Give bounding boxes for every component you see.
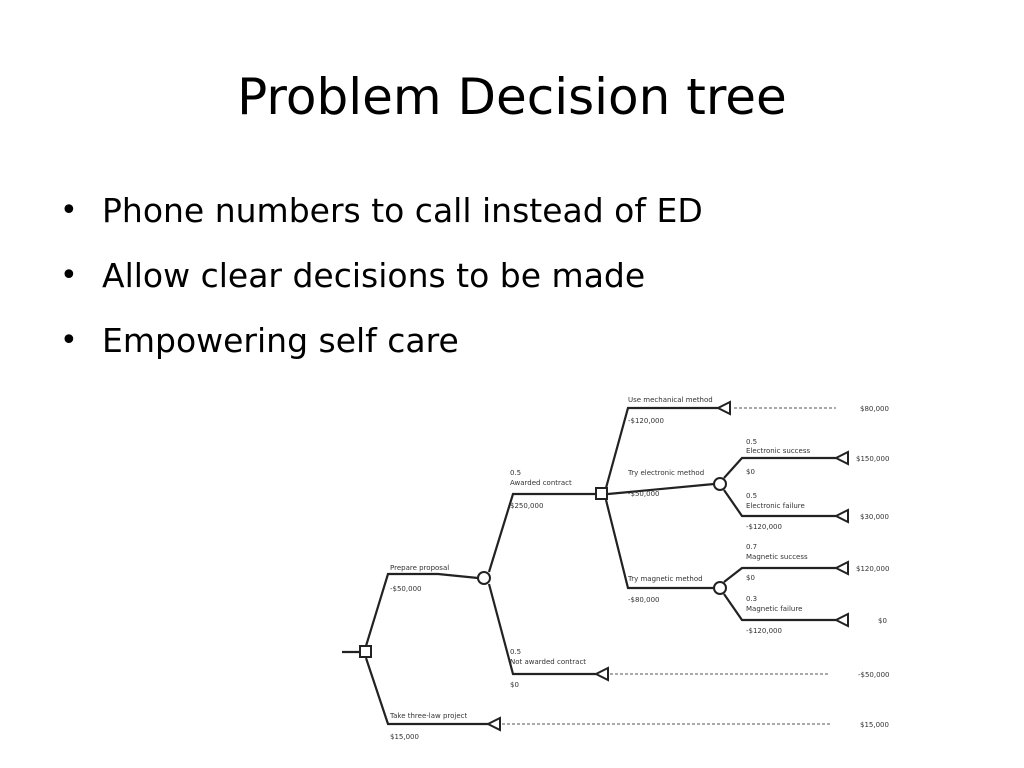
terminal-e-success	[833, 450, 849, 466]
terminal-m-fail	[833, 612, 849, 628]
cost-take: $15,000	[390, 733, 419, 741]
chance-node-electronic	[713, 477, 727, 491]
label-e-success: Electronic success	[746, 447, 810, 455]
label-awarded: Awarded contract	[510, 479, 572, 487]
terminal-take	[485, 716, 501, 732]
payoff-e-success: $150,000	[856, 455, 889, 463]
edge-take	[364, 657, 488, 726]
cost-magnetic: -$80,000	[628, 596, 659, 604]
decision-node-method	[595, 487, 608, 500]
label-m-fail: Magnetic failure	[746, 605, 802, 613]
prob-awarded: 0.5	[510, 469, 521, 477]
bullet-text: Allow clear decisions to be made	[102, 256, 646, 295]
label-electronic: Try electronic method	[627, 469, 704, 477]
edge-e-fail	[723, 489, 836, 518]
edge-not-awarded	[487, 583, 596, 676]
label-mechanical: Use mechanical method	[628, 396, 713, 404]
value-e-fail: -$120,000	[746, 523, 782, 531]
edge-e-success	[723, 456, 836, 479]
label-prepare: Prepare proposal	[390, 564, 449, 572]
bullet-text: Phone numbers to call instead of ED	[102, 191, 703, 230]
prob-not-awarded: 0.5	[510, 648, 521, 656]
cost-mechanical: -$120,000	[628, 417, 664, 425]
bullet-item: • Phone numbers to call instead of ED	[56, 190, 703, 232]
edge-m-success	[723, 566, 836, 583]
payoff-mechanical: $80,000	[860, 405, 889, 413]
payoff-m-success: $120,000	[856, 565, 889, 573]
value-awarded: $250,000	[510, 502, 543, 510]
value-not-awarded: $0	[510, 681, 519, 689]
label-not-awarded: Not awarded contract	[510, 658, 586, 666]
payoff-m-fail: $0	[878, 617, 887, 625]
slide-title: Problem Decision tree	[237, 68, 787, 126]
value-m-success: $0	[746, 574, 755, 582]
cost-prepare: -$50,000	[390, 585, 421, 593]
decision-node-root	[359, 645, 372, 658]
terminal-not-awarded	[593, 666, 609, 682]
bullet-item: • Allow clear decisions to be made	[56, 255, 703, 297]
terminal-mechanical	[715, 400, 731, 416]
edge-awarded	[487, 492, 596, 573]
label-take: Take three-law project	[389, 712, 468, 720]
edge-m-fail	[723, 593, 836, 622]
edge-prepare	[364, 572, 479, 647]
prob-e-success: 0.5	[746, 438, 757, 446]
bullet-dot: •	[60, 323, 78, 358]
edge-magnetic	[604, 499, 714, 590]
chance-node-magnetic	[713, 581, 727, 595]
payoff-e-fail: $30,000	[860, 513, 889, 521]
prob-e-fail: 0.5	[746, 492, 757, 500]
value-m-fail: -$120,000	[746, 627, 782, 635]
terminal-m-success	[833, 560, 849, 576]
bullet-text: Empowering self care	[102, 321, 459, 360]
edge-electronic	[607, 482, 715, 496]
label-e-fail: Electronic failure	[746, 502, 805, 510]
cost-electronic: -$50,000	[628, 490, 659, 498]
bullet-item: • Empowering self care	[56, 320, 703, 362]
chance-node-contract	[477, 571, 491, 585]
label-m-success: Magnetic success	[746, 553, 808, 561]
bullet-list: • Phone numbers to call instead of ED • …	[56, 190, 703, 385]
bullet-dot: •	[60, 258, 78, 293]
value-e-success: $0	[746, 468, 755, 476]
label-magnetic: Try magnetic method	[627, 575, 703, 583]
prob-m-fail: 0.3	[746, 595, 757, 603]
decision-tree-diagram: Prepare proposal -$50,000 Take three-law…	[342, 396, 889, 741]
payoff-not-awarded: -$50,000	[858, 671, 889, 679]
payoff-take: $15,000	[860, 721, 889, 729]
prob-m-success: 0.7	[746, 543, 757, 551]
bullet-dot: •	[60, 193, 78, 228]
edge-mechanical	[604, 406, 718, 489]
terminal-e-fail	[833, 508, 849, 524]
